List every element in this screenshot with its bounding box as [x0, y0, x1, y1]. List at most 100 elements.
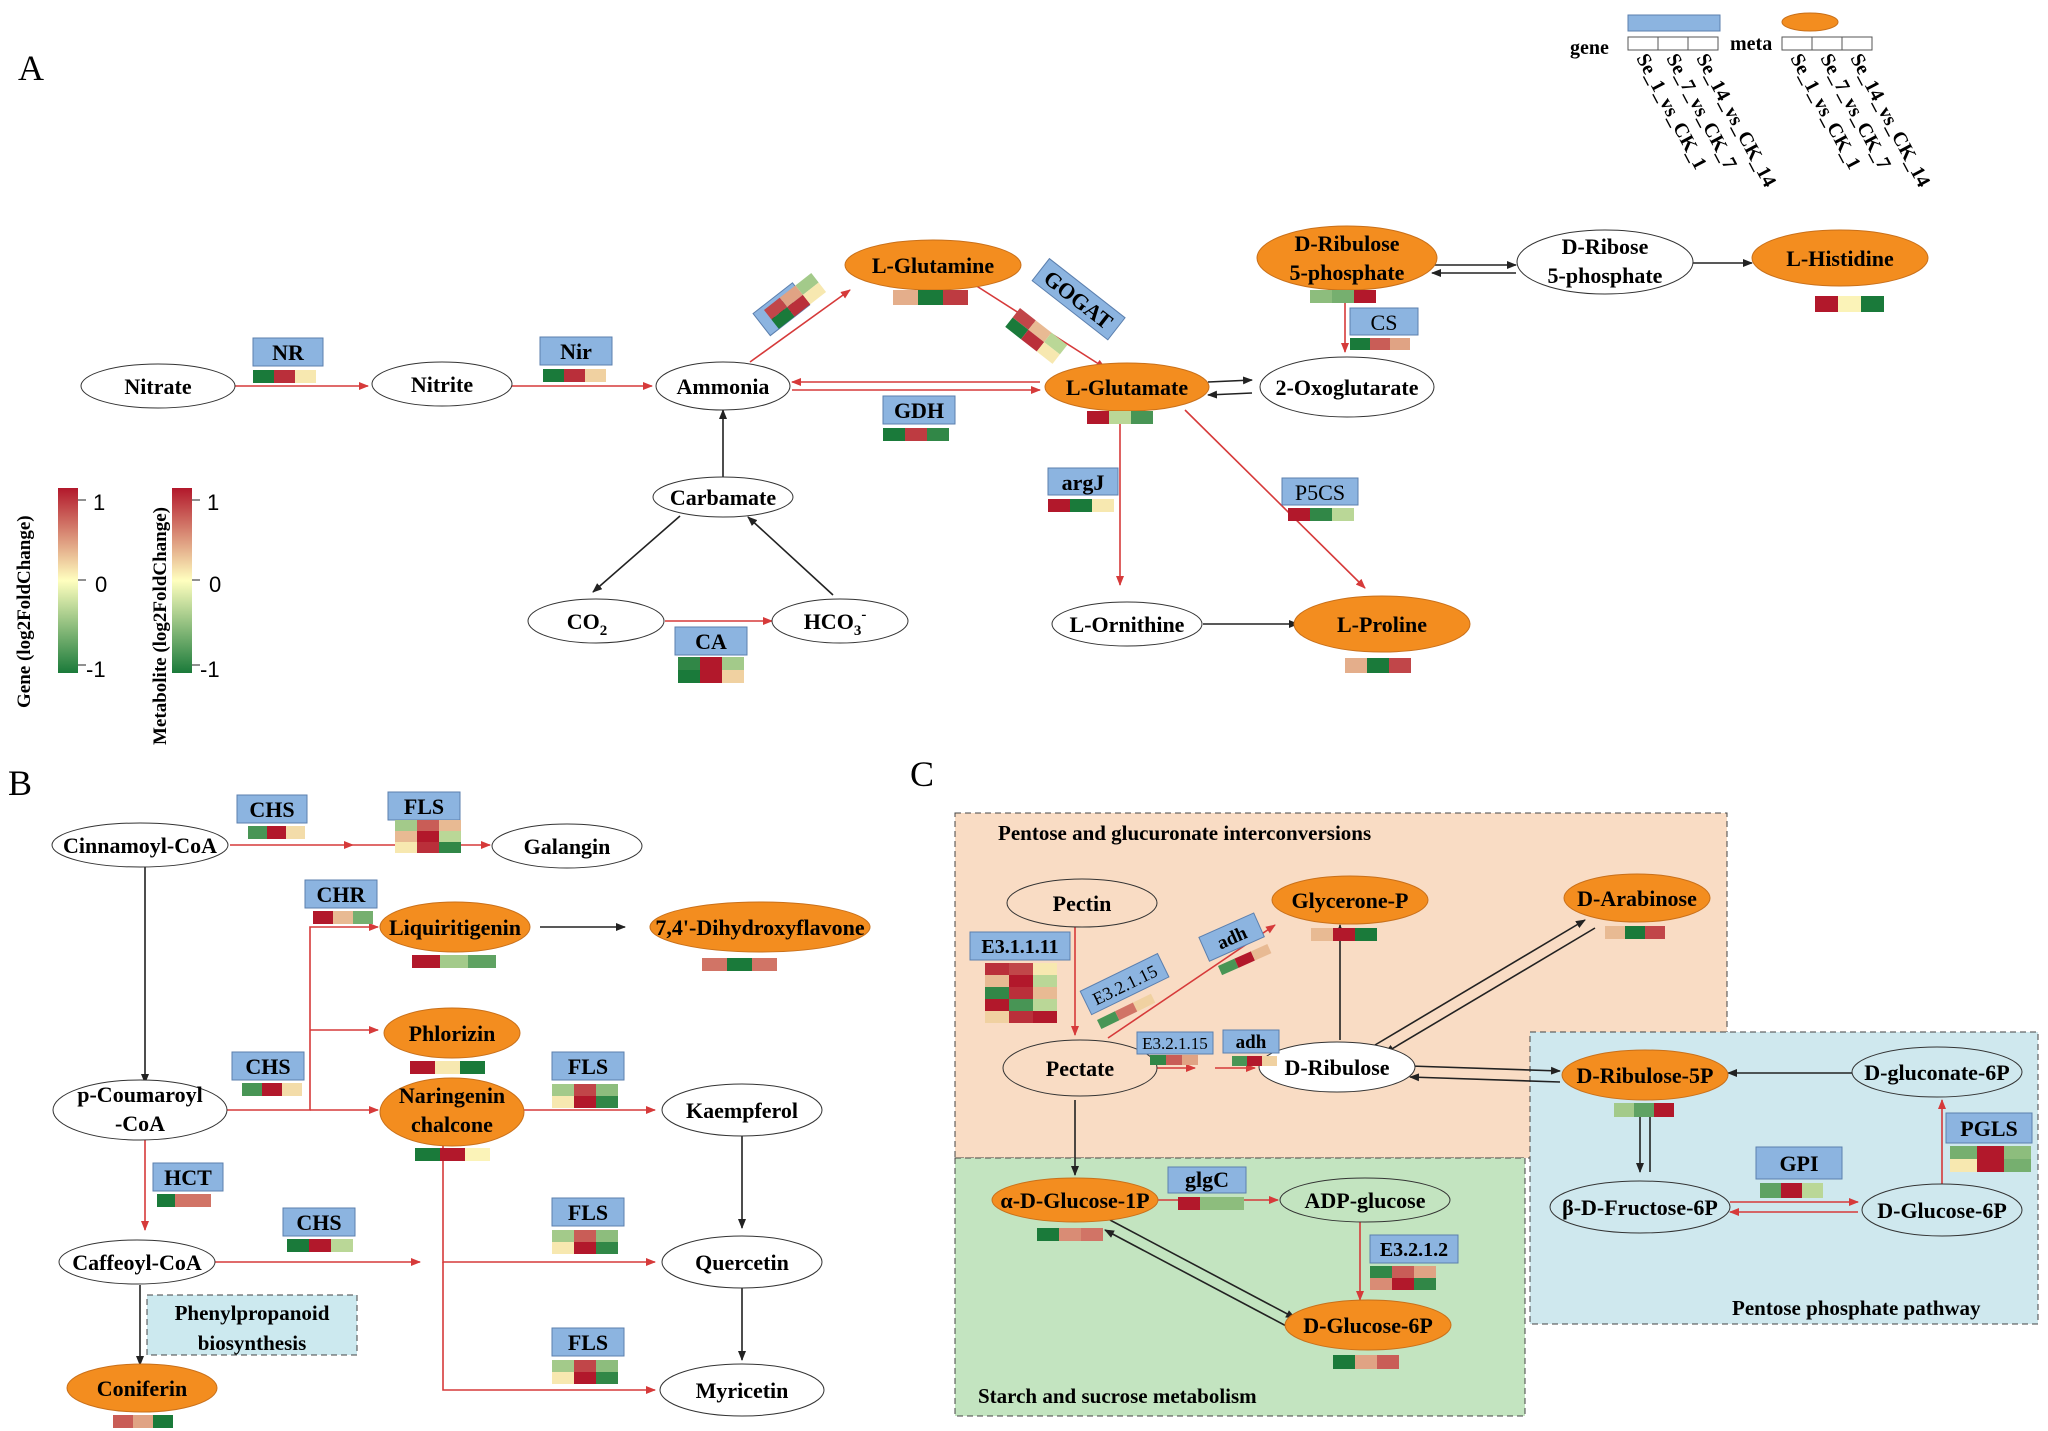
heatmap-cell	[1333, 1355, 1355, 1369]
arrow-ribulose-arabinose	[1374, 919, 1586, 1046]
heatmap-cell	[1044, 332, 1068, 355]
node-caffeoyl-coa: Caffeoyl-CoA	[72, 1250, 202, 1275]
heatmap-cell	[574, 1360, 596, 1372]
heatmap-d-arabinose	[1605, 926, 1665, 939]
arrow-carbamate-co2	[592, 515, 681, 593]
heatmap-cell	[193, 1194, 211, 1207]
heatmap-fls-low	[552, 1230, 618, 1254]
heatmap-cell	[440, 955, 468, 968]
heatmap-cell	[1332, 290, 1354, 303]
heatmap-cell	[1760, 1183, 1781, 1198]
box-phenylpropanoid-label-2: biosynthesis	[198, 1331, 307, 1355]
heatmap-cell	[574, 1084, 596, 1096]
arrow-coumaroyl-liquiritigenin	[225, 923, 379, 1111]
arrow-oxo-glutamate	[1207, 390, 1253, 399]
heatmap-cell	[153, 1415, 173, 1428]
heatmap-cell	[1311, 928, 1333, 941]
heatmap-cell	[1977, 1146, 2004, 1159]
heatmap-cell	[1020, 329, 1045, 352]
node-hco3: HCO3-	[804, 607, 867, 639]
heatmap-cell	[2004, 1159, 2031, 1172]
heatmap-gogat	[1005, 308, 1068, 364]
heatmap-e3-2-1-15	[1150, 1055, 1198, 1065]
heatmap-cell	[552, 1372, 574, 1384]
heatmap-cell	[552, 1230, 574, 1242]
heatmap-cell	[883, 428, 905, 441]
heatmap-cell	[395, 842, 417, 853]
heatmap-l-proline	[1345, 658, 1411, 673]
heatmap-cell	[1087, 411, 1109, 424]
node-naringenin-chalcone-2: chalcone	[411, 1112, 493, 1137]
heatmap-cell	[1033, 963, 1057, 975]
enzyme-fls-mid: FLS	[568, 1054, 608, 1079]
heatmap-l-glutamate	[1087, 411, 1153, 424]
heatmap-cell	[1861, 296, 1884, 312]
node-myricetin: Myricetin	[696, 1378, 789, 1403]
node-d-arabinose: D-Arabinose	[1577, 886, 1697, 911]
arrow-glucose6p-glucose1p	[1104, 1229, 1291, 1329]
heatmap-cell	[574, 1242, 596, 1254]
heatmap-cell	[1345, 658, 1367, 673]
heatmap-cell	[417, 820, 439, 831]
heatmap-cell	[678, 657, 700, 670]
heatmap-cell	[253, 370, 274, 383]
heatmap-cell	[1048, 499, 1070, 512]
enzyme-labels: NR Nir GS GOGAT GDH CS argJ P5CS CA CHS …	[152, 257, 2033, 1357]
heatmap-cell	[596, 1096, 618, 1108]
heatmap-cell	[133, 1415, 153, 1428]
enzyme-p5cs: P5CS	[1295, 480, 1345, 505]
legend-meta-swatch	[1781, 12, 1839, 32]
node-d-glucose-6p-starch: D-Glucose-6P	[1303, 1313, 1433, 1338]
meta-tick-neg1: -1	[200, 657, 220, 682]
heatmap-cell	[1333, 928, 1355, 941]
heatmap-cell	[596, 1242, 618, 1254]
heatmap-cell	[1654, 1103, 1674, 1117]
heatmap-cell	[771, 307, 795, 329]
heatmap-coniferin	[113, 1415, 173, 1428]
heatmap-cell	[1414, 1266, 1436, 1278]
heatmap-cell	[1070, 499, 1092, 512]
arrow-glucose1p-glucose6p	[1109, 1219, 1296, 1319]
heatmap-chs-low	[287, 1239, 353, 1252]
heatmap-cell	[465, 1148, 490, 1161]
heatmap-cell	[282, 1083, 302, 1096]
legend-meta-cells	[1781, 36, 1873, 51]
node-quercetin: Quercetin	[695, 1250, 789, 1275]
heatmap-cell	[313, 911, 333, 924]
heatmap-cell	[543, 369, 564, 382]
heatmap-cell	[435, 1061, 460, 1074]
node-kaempferol: Kaempferol	[686, 1098, 798, 1123]
heatmap-pgls	[1950, 1146, 2031, 1172]
heatmap-cell	[1625, 926, 1645, 939]
enzyme-chr: CHR	[317, 882, 367, 907]
node-co2: CO2	[567, 609, 608, 639]
heatmap-cell	[295, 370, 316, 383]
node-ammonia: Ammonia	[677, 374, 770, 399]
heatmap-a-d-glucose-1p	[1037, 1228, 1103, 1241]
arrow-ribulose-ribulose5p	[1409, 1065, 1561, 1075]
heatmap-cell	[918, 290, 943, 305]
heatmap-l-histidine	[1815, 296, 1884, 312]
heatmap-cell	[468, 955, 496, 968]
heatmap-cell	[1377, 1355, 1399, 1369]
heatmap-cell	[1605, 926, 1625, 939]
enzyme-nir: Nir	[560, 339, 592, 364]
metabolite-nodes: Nitrate Nitrite Ammonia L-Glutamine L-Gl…	[51, 225, 2023, 1417]
node-d-ribulose: D-Ribulose	[1284, 1055, 1389, 1080]
heatmap-cell	[1132, 993, 1156, 1012]
node-naringenin-chalcone-1: Naringenin	[399, 1083, 505, 1108]
arrow-glutamate-oxo	[1207, 376, 1253, 385]
node-nitrate: Nitrate	[124, 374, 191, 399]
heatmap-cell	[596, 1360, 618, 1372]
heatmap-cell	[905, 428, 927, 441]
heatmap-cell	[1009, 987, 1033, 999]
heatmap-cell	[764, 297, 788, 320]
heatmap-phlorizin	[410, 1061, 485, 1074]
node-p-coumaroyl-coa-1: p-Coumaroyl	[77, 1082, 203, 1107]
node-pectin: Pectin	[1053, 891, 1112, 916]
heatmap-adh	[1232, 1056, 1277, 1066]
heatmap-cell	[1037, 1228, 1059, 1241]
heatmap-cell	[1614, 1103, 1634, 1117]
heatmap-cell	[1250, 944, 1272, 961]
